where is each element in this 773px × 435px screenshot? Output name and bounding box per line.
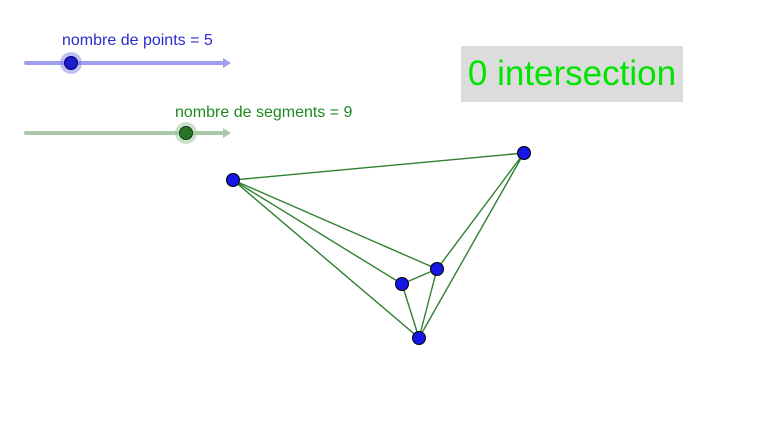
graph-point-B[interactable] bbox=[517, 146, 531, 160]
segments-slider-track[interactable] bbox=[24, 128, 231, 138]
intersection-counter-text: 0 intersection bbox=[467, 54, 677, 93]
graph-segment-AB[interactable] bbox=[232, 152, 525, 181]
graph-segment-BE[interactable] bbox=[418, 152, 525, 339]
points-slider-label: nombre de points = 5 bbox=[62, 32, 213, 49]
graph-segment-AE[interactable] bbox=[232, 179, 420, 339]
intersection-counter: 0 intersection bbox=[461, 46, 683, 102]
points-slider-track[interactable] bbox=[24, 58, 231, 68]
graph-point-E[interactable] bbox=[412, 331, 426, 345]
points-slider-knob[interactable] bbox=[64, 56, 78, 70]
segments-slider-knob[interactable] bbox=[179, 126, 193, 140]
graph-point-C[interactable] bbox=[430, 262, 444, 276]
graph-segment-AD[interactable] bbox=[232, 179, 403, 285]
graph-point-D[interactable] bbox=[395, 277, 409, 291]
graph-point-A[interactable] bbox=[226, 173, 240, 187]
graph-segment-BC[interactable] bbox=[436, 152, 525, 270]
graph-segment-CE[interactable] bbox=[418, 268, 438, 339]
graph-segment-AC[interactable] bbox=[232, 179, 438, 270]
points-slider-track-arrow bbox=[223, 58, 231, 68]
segments-slider-track-arrow bbox=[223, 128, 231, 138]
segments-slider-label: nombre de segments = 9 bbox=[175, 104, 353, 121]
graph-segment-DE[interactable] bbox=[401, 283, 420, 339]
